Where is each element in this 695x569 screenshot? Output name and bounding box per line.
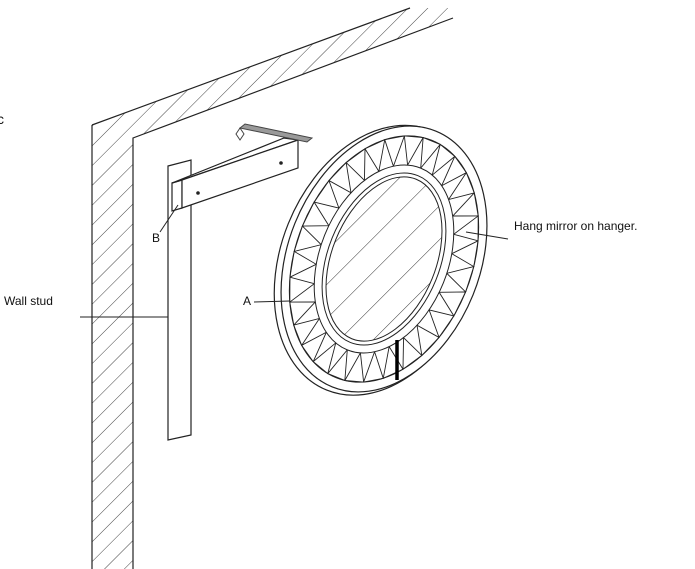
sunburst-triangle <box>293 225 323 253</box>
instruction-label: Hang mirror on hanger. <box>514 219 637 233</box>
sunburst-triangle <box>327 348 348 382</box>
sunburst-triangle <box>362 350 384 383</box>
bracket-front-face <box>181 139 299 209</box>
sunburst-triangle <box>416 324 440 357</box>
sunburst-triangle <box>438 291 467 317</box>
sunburst-triangle <box>447 171 475 201</box>
sunburst-triangle <box>300 331 328 363</box>
wall-stud <box>167 159 192 441</box>
wall <box>91 7 454 569</box>
sunburst-triangle <box>431 143 456 177</box>
sunburst-triangles <box>289 135 479 383</box>
leader-line-b <box>159 204 179 233</box>
wall-top-edge <box>91 7 411 126</box>
hanger-strip <box>238 123 314 143</box>
sunburst-triangle <box>403 135 424 167</box>
sunburst-triangle <box>289 250 318 278</box>
wall-stud-label: Wall stud <box>4 294 53 308</box>
edge-mark: c <box>0 111 4 127</box>
wall-inner-edge <box>132 17 454 569</box>
wall-hatched-section <box>92 8 453 569</box>
sunburst-triangle <box>344 351 365 383</box>
sunburst-triangle <box>293 317 321 347</box>
sunburst-triangle <box>289 276 316 303</box>
sunburst-triangle <box>313 179 340 209</box>
label-a: A <box>243 294 251 308</box>
leader-line-a <box>253 300 291 303</box>
sunburst-triangle <box>384 135 406 168</box>
sunburst-triangle <box>450 240 479 268</box>
bracket-screw-hole <box>196 191 200 195</box>
mirror-hanger-clip <box>235 123 314 143</box>
sunburst-triangle <box>445 265 475 293</box>
sunburst-triangle <box>312 341 337 375</box>
sunburst-triangle <box>364 138 386 173</box>
sunburst-triangle <box>402 336 423 371</box>
sunburst-triangle <box>451 191 479 217</box>
sunburst-triangle <box>440 155 468 187</box>
wall-stud-body <box>167 159 192 441</box>
sunburst-triangle <box>328 161 352 194</box>
sunburst-triangle <box>420 136 441 170</box>
sunburst-triangle <box>289 301 317 327</box>
sunburst-triangle <box>428 309 455 339</box>
bracket-screw-hole <box>279 161 283 165</box>
label-b: B <box>152 231 160 245</box>
hanger-hook <box>235 127 245 141</box>
sunburst-triangle <box>301 201 330 227</box>
sunburst-triangle <box>452 215 479 242</box>
leader-line-instruction <box>465 231 509 240</box>
sunburst-triangle <box>345 147 366 182</box>
